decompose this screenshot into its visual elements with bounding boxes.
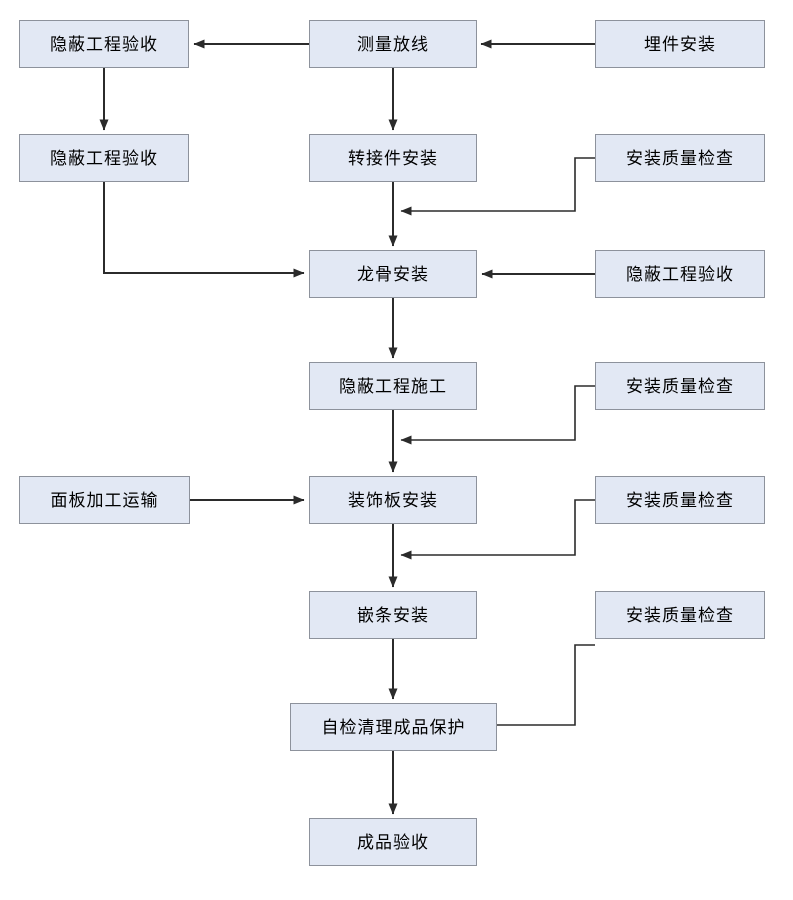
node-label: 龙骨安装 [357, 264, 429, 284]
node-installation-quality-check-1[interactable]: 安装质量检查 [595, 134, 765, 182]
node-installation-quality-check-2[interactable]: 安装质量检查 [595, 362, 765, 410]
node-survey-setting-out[interactable]: 测量放线 [309, 20, 477, 68]
node-self-inspection-cleaning-protection[interactable]: 自检清理成品保护 [290, 703, 497, 751]
node-hidden-works-acceptance-2[interactable]: 隐蔽工程验收 [19, 134, 189, 182]
node-label: 隐蔽工程验收 [626, 264, 734, 284]
node-installation-quality-check-3[interactable]: 安装质量检查 [595, 476, 765, 524]
node-label: 隐蔽工程验收 [50, 34, 158, 54]
node-hidden-works-construction[interactable]: 隐蔽工程施工 [309, 362, 477, 410]
node-final-product-acceptance[interactable]: 成品验收 [309, 818, 477, 866]
node-hidden-works-acceptance-1[interactable]: 隐蔽工程验收 [19, 20, 189, 68]
node-label: 自检清理成品保护 [321, 717, 466, 737]
node-adapter-installation[interactable]: 转接件安装 [309, 134, 477, 182]
node-label: 面板加工运输 [50, 490, 159, 510]
node-label: 埋件安装 [644, 34, 716, 54]
node-panel-fabrication-transport[interactable]: 面板加工运输 [19, 476, 190, 524]
node-label: 安装质量检查 [626, 376, 734, 396]
node-label: 测量放线 [357, 34, 429, 54]
node-decorative-panel-installation[interactable]: 装饰板安装 [309, 476, 477, 524]
node-label: 隐蔽工程施工 [339, 376, 447, 396]
node-inlay-strip-installation[interactable]: 嵌条安装 [309, 591, 477, 639]
node-hidden-works-acceptance-3[interactable]: 隐蔽工程验收 [595, 250, 765, 298]
node-label: 转接件安装 [348, 148, 438, 168]
node-label: 安装质量检查 [626, 605, 734, 625]
node-installation-quality-check-4[interactable]: 安装质量检查 [595, 591, 765, 639]
node-embedded-parts-installation[interactable]: 埋件安装 [595, 20, 765, 68]
node-label: 安装质量检查 [626, 148, 734, 168]
node-keel-installation[interactable]: 龙骨安装 [309, 250, 477, 298]
edge-e7 [103, 182, 305, 278]
node-label: 装饰板安装 [348, 490, 438, 510]
node-label: 成品验收 [357, 832, 429, 852]
node-label: 安装质量检查 [626, 490, 734, 510]
node-label: 隐蔽工程验收 [50, 148, 158, 168]
node-label: 嵌条安装 [357, 605, 429, 625]
